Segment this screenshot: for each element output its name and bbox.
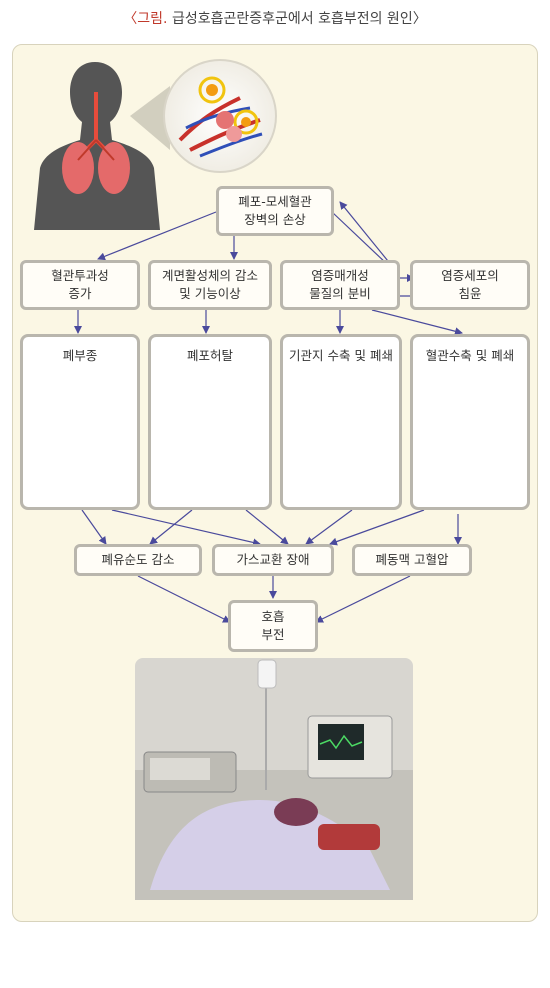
icu-patient-illustration <box>135 658 413 900</box>
node-vascular-permeability: 혈관투과성 증가 <box>20 260 140 310</box>
vasoconstriction-label: 혈관수축 및 폐쇄 <box>425 348 515 363</box>
pulmonary-edema-label: 폐부종 <box>62 348 98 363</box>
node-inflammatory-infiltration: 염증세포의 침윤 <box>410 260 530 310</box>
alveolar-collapse-label: 폐포허탈 <box>186 348 233 363</box>
node-decreased-compliance: 폐유순도 감소 <box>74 544 202 576</box>
panel-pulmonary-edema: 폐부종 <box>20 334 140 510</box>
bronchoconstriction-label: 기관지 수축 및 폐쇄 <box>289 348 393 363</box>
node-alveolar-capillary-damage: 폐포-모세혈관 장벽의 손상 <box>216 186 334 236</box>
node-surfactant-dysfunction: 계면활성체의 감소 및 기능이상 <box>148 260 272 310</box>
figure-title-text: 급성호흡곤란증후군에서 호흡부전의 원인〉 <box>171 11 427 27</box>
node-gas-exchange-impairment: 가스교환 장애 <box>212 544 334 576</box>
node-pulmonary-hypertension: 폐동맥 고혈압 <box>352 544 472 576</box>
figure-title: 〈그림. 급성호흡곤란증후군에서 호흡부전의 원인〉 <box>0 8 550 28</box>
panel-vasoconstriction: 혈관수축 및 폐쇄 <box>410 334 530 510</box>
figure-label: 〈그림. <box>123 11 168 27</box>
flow-arrows <box>74 201 463 623</box>
human-lungs-illustration <box>34 62 170 230</box>
node-respiratory-failure: 호흡 부전 <box>228 600 318 652</box>
panel-bronchoconstriction: 기관지 수축 및 폐쇄 <box>280 334 402 510</box>
magnified-alveoli-illustration <box>163 59 277 173</box>
panel-alveolar-collapse: 폐포허탈 <box>148 334 272 510</box>
node-mediator-release: 염증매개성 물질의 분비 <box>280 260 400 310</box>
